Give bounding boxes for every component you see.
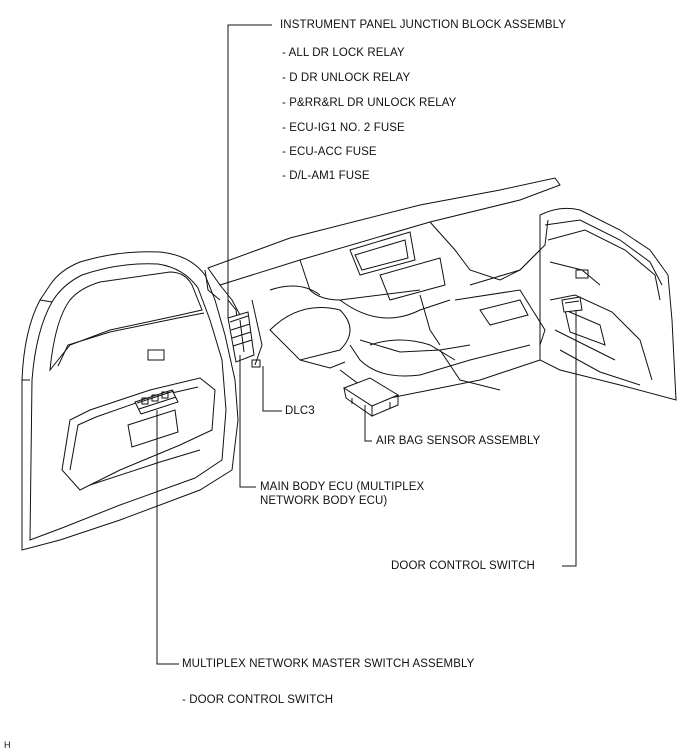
leader-junction-block: [227, 24, 272, 318]
leader-lines: [156, 24, 577, 665]
label-dlc3: DLC3: [285, 405, 315, 417]
passenger-door-drawing: [539, 207, 677, 401]
corner-code: H: [4, 740, 11, 750]
leader-dlc3: [262, 366, 282, 412]
label-main-body-ecu-line1: MAIN BODY ECU (MULTIPLEX: [260, 481, 425, 493]
junction-item-prr-rl-dr-unlock-relay: - P&RR&RL DR UNLOCK RELAY: [282, 97, 457, 109]
label-junction-block: INSTRUMENT PANEL JUNCTION BLOCK ASSEMBLY: [280, 19, 567, 31]
leader-door-control-switch: [562, 310, 577, 567]
leader-master-switch: [156, 410, 179, 665]
label-main-body-ecu-line2: NETWORK BODY ECU): [260, 495, 388, 507]
leader-main-body-ecu: [239, 355, 256, 488]
junction-item-all-dr-lock-relay: - ALL DR LOCK RELAY: [282, 47, 405, 59]
air-bag-sensor-drawing: [342, 377, 400, 417]
driver-door-drawing: [21, 251, 239, 551]
junction-item-ecu-ig1-fuse: - ECU-IG1 NO. 2 FUSE: [282, 122, 405, 134]
junction-item-ecu-acc-fuse: - ECU-ACC FUSE: [282, 146, 377, 158]
junction-item-dl-am1-fuse: - D/L-AM1 FUSE: [282, 170, 370, 182]
label-air-bag-sensor: AIR BAG SENSOR ASSEMBLY: [376, 435, 541, 447]
leader-air-bag-sensor: [364, 405, 372, 442]
label-master-switch-item: - DOOR CONTROL SWITCH: [182, 694, 334, 706]
junction-item-d-dr-unlock-relay: - D DR UNLOCK RELAY: [282, 72, 411, 84]
instrument-panel-drawing: [204, 177, 561, 401]
label-door-control-switch: DOOR CONTROL SWITCH: [391, 560, 535, 572]
label-master-switch: MULTIPLEX NETWORK MASTER SWITCH ASSEMBLY: [182, 658, 475, 670]
